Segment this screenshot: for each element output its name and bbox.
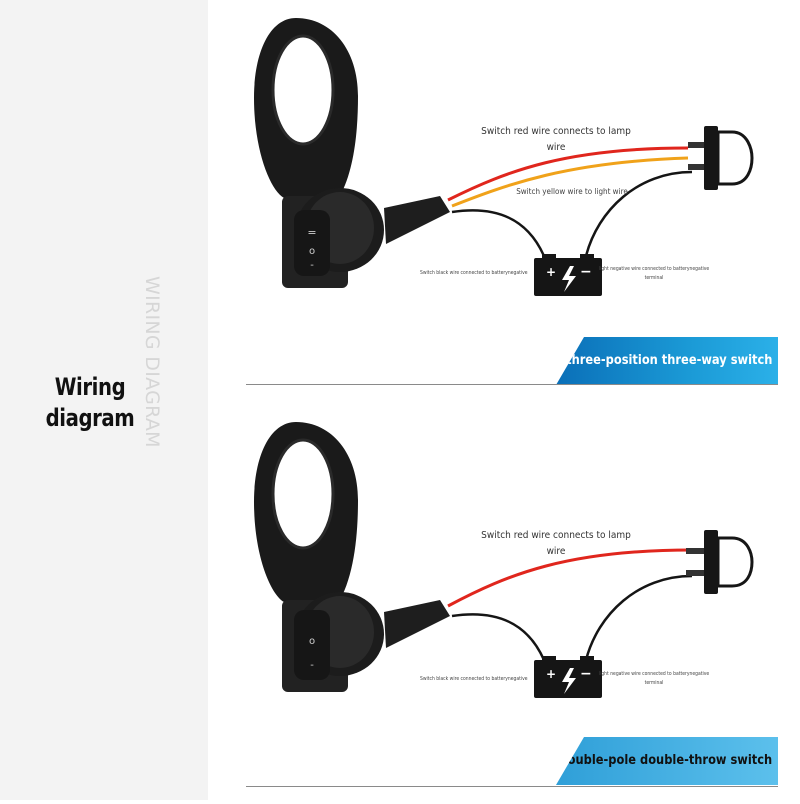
section-divider (246, 786, 778, 787)
black-wire-label: Switch black wire connected to batteryne… (420, 676, 528, 682)
light-negative-label-line2: terminal (644, 275, 664, 281)
light-negative-label-line1: light negative wire connected to battery… (598, 671, 710, 677)
yellow-wire (451, 156, 689, 208)
black-wire-switch (451, 209, 546, 257)
page-title-line2: diagram (45, 404, 135, 432)
switch-type-label: three-position three-way switch (565, 353, 772, 368)
black-wire-switch (451, 613, 546, 661)
yellow-wire-label: Switch yellow wire to light wire (516, 187, 628, 196)
page-title: Wiring diagram (39, 372, 141, 434)
switch-type-label: Double-pole double-throw switch (557, 753, 772, 768)
svg-text:−: − (580, 666, 592, 682)
red-wire (447, 548, 693, 608)
light-negative-label: light negative wire connected to battery… (596, 265, 712, 283)
wiring-illustration-1: = o - + − (254, 18, 754, 296)
battery-icon: + − (534, 254, 602, 296)
red-wire-label-line2: wire (546, 546, 566, 557)
diagram-panel-2: o - + − Switch red wire connects to lamp… (208, 404, 800, 804)
black-wire-label: Switch black wire connected to batteryne… (420, 270, 528, 276)
diagram-panel-1: = o - + − Switch red wire connects to la… (208, 0, 800, 400)
red-wire-label-line1: Switch red wire connects to lamp (481, 530, 631, 541)
rocker-switch-icon: = o - (282, 188, 450, 288)
page-title-line1: Wiring (54, 373, 126, 401)
svg-text:=: = (307, 226, 316, 239)
lamp-connector-icon (686, 530, 754, 594)
vertical-watermark-text: WIRING DIAGRAM (141, 276, 163, 448)
battery-icon: + − (534, 656, 602, 698)
black-wire-lamp (584, 170, 693, 257)
rocker-switch-icon: o - (282, 592, 450, 692)
black-wire-lamp (584, 574, 693, 661)
wiring-illustration-2: o - + − (254, 422, 754, 698)
svg-text:−: − (580, 264, 592, 280)
red-wire-label-line2: wire (546, 142, 566, 153)
light-negative-label-line2: terminal (644, 680, 664, 686)
light-negative-label-line1: light negative wire connected to battery… (598, 266, 710, 272)
light-negative-label: light negative wire connected to battery… (596, 670, 712, 688)
svg-text:-: - (310, 260, 314, 271)
section-divider (246, 384, 778, 385)
lamp-connector-icon (688, 126, 754, 190)
red-wire (447, 146, 689, 202)
svg-text:o: o (309, 636, 315, 647)
svg-text:+: + (546, 667, 556, 681)
red-wire-label: Switch red wire connects to lamp wire (474, 528, 638, 560)
switch-type-banner: Double-pole double-throw switch (556, 737, 778, 785)
sidebar: Wiring diagram WIRING DIAGRAM (0, 0, 208, 800)
svg-text:+: + (546, 265, 556, 279)
red-wire-label-line1: Switch red wire connects to lamp (481, 126, 631, 137)
red-wire-label: Switch red wire connects to lamp wire (474, 124, 638, 156)
switch-type-banner: three-position three-way switch (556, 337, 778, 385)
svg-text:o: o (309, 246, 315, 257)
svg-text:-: - (310, 660, 314, 671)
